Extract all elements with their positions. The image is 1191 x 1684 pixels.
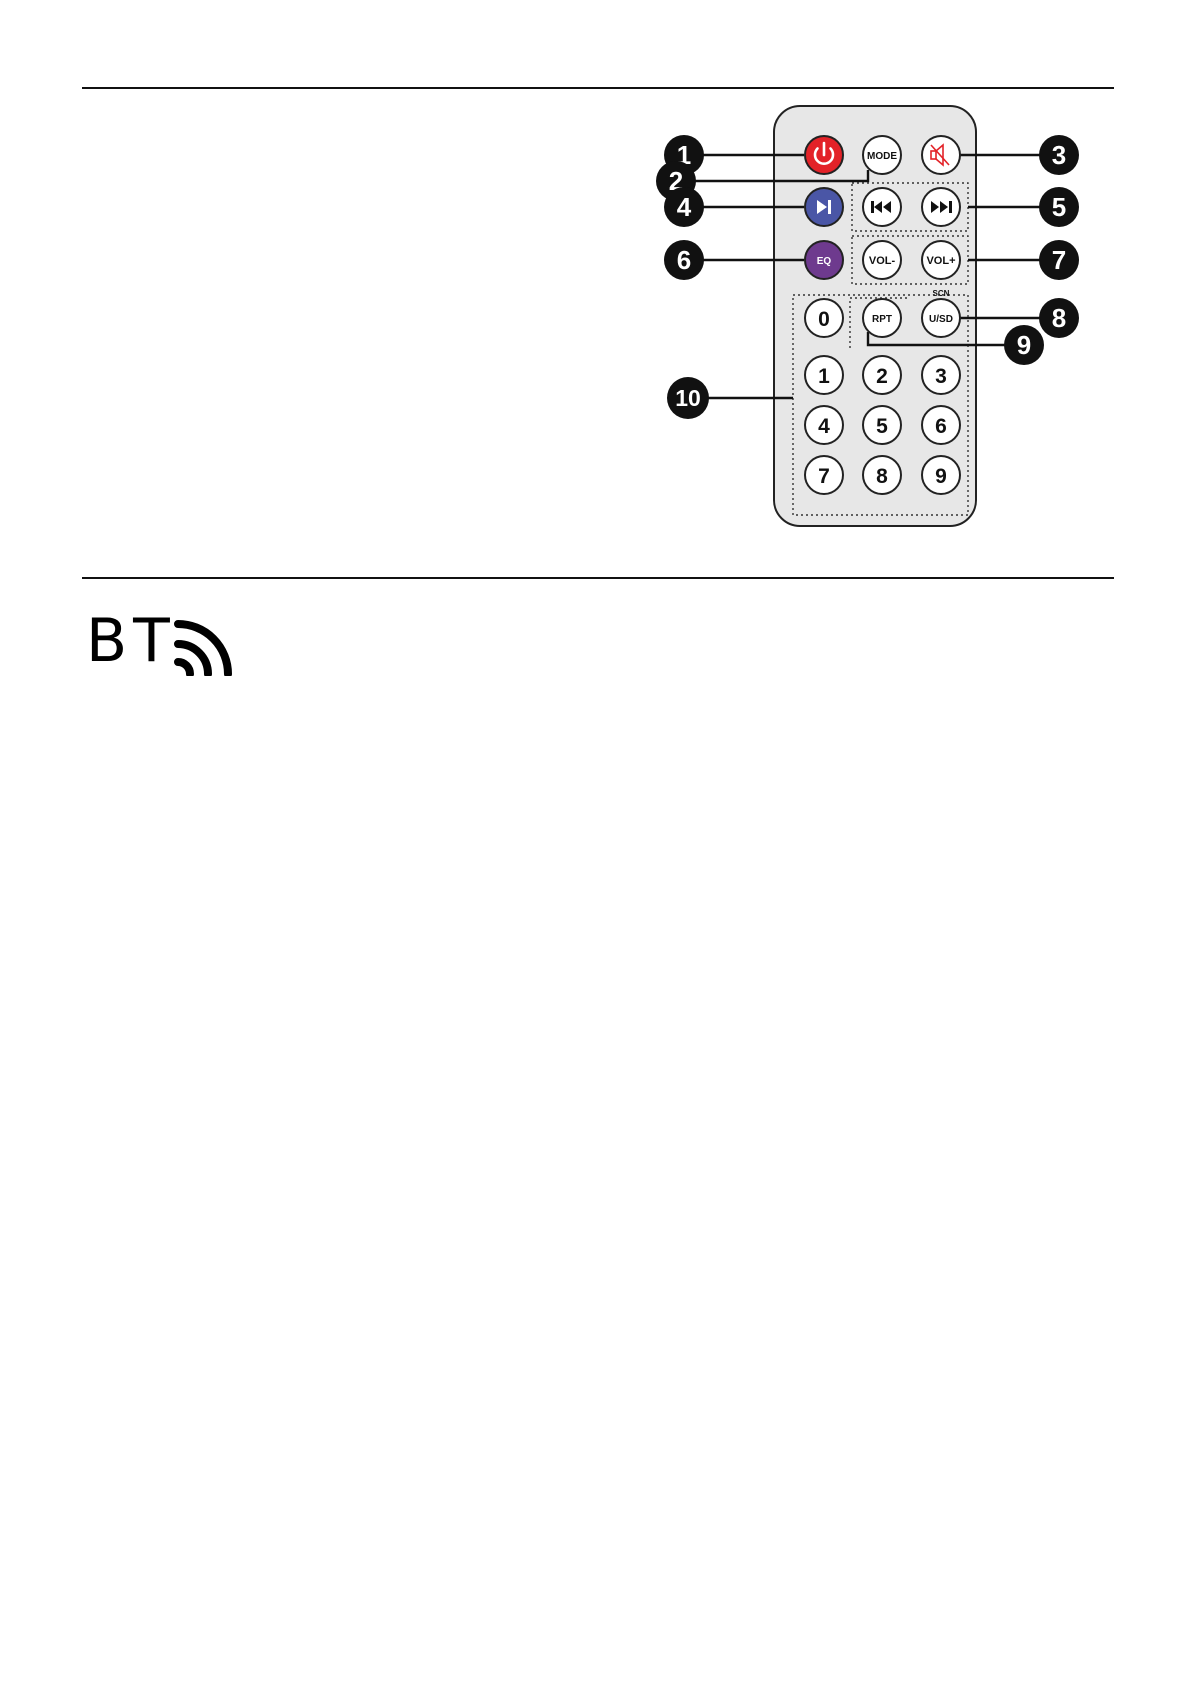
digit-6-button[interactable]: 6 [922,406,960,444]
wireless-waves-icon [170,610,240,676]
middle-divider [82,577,1114,579]
svg-text:5: 5 [876,415,888,438]
usb-sd-button[interactable]: U/SD [922,299,960,337]
scn-caption: SCN [933,289,950,298]
svg-text:EQ: EQ [817,256,832,267]
bt-logo-text: BT [86,606,176,676]
callout-7: 7 [1039,240,1079,280]
callout-6: 6 [664,240,704,280]
top-divider [82,87,1114,89]
svg-text:MODE: MODE [867,151,897,162]
svg-text:7: 7 [818,465,830,488]
digit-2-button[interactable]: 2 [863,356,901,394]
digit-1-button[interactable]: 1 [805,356,843,394]
previous-track-button[interactable] [863,188,901,226]
volume-up-button[interactable]: VOL+ [922,241,960,279]
svg-text:6: 6 [677,245,691,275]
digit-4-button[interactable]: 4 [805,406,843,444]
svg-text:7: 7 [1052,245,1066,275]
callout-8: 8 [1039,298,1079,338]
callout-4: 4 [664,187,704,227]
svg-text:VOL-: VOL- [869,255,896,267]
svg-text:3: 3 [1052,140,1066,170]
digit-0-button[interactable]: 0 [805,299,843,337]
svg-text:9: 9 [935,465,947,488]
callout-5: 5 [1039,187,1079,227]
svg-text:U/SD: U/SD [929,314,953,325]
bluetooth-logo: BT [86,610,246,676]
power-button[interactable] [805,136,843,174]
next-track-button[interactable] [922,188,960,226]
digit-9-button[interactable]: 9 [922,456,960,494]
svg-text:6: 6 [935,415,947,438]
digit-5-button[interactable]: 5 [863,406,901,444]
svg-text:4: 4 [818,415,830,438]
digit-8-button[interactable]: 8 [863,456,901,494]
mute-button[interactable] [922,136,960,174]
svg-text:4: 4 [677,192,692,222]
digit-3-button[interactable]: 3 [922,356,960,394]
svg-text:9: 9 [1017,330,1031,360]
svg-text:1: 1 [818,365,830,388]
eq-button[interactable]: EQ [805,241,843,279]
mode-button[interactable]: MODE [863,136,901,174]
svg-text:RPT: RPT [872,314,892,325]
svg-text:10: 10 [675,385,701,411]
svg-text:8: 8 [876,465,888,488]
svg-text:VOL+: VOL+ [926,255,955,267]
remote-control-diagram: 1 2 3 4 5 6 7 8 9 10 [650,100,1090,530]
play-pause-button[interactable] [805,188,843,226]
callout-3: 3 [1039,135,1079,175]
volume-down-button[interactable]: VOL- [863,241,901,279]
svg-text:2: 2 [876,365,888,388]
svg-text:3: 3 [935,365,947,388]
callout-10: 10 [667,377,709,419]
svg-text:8: 8 [1052,303,1066,333]
digit-7-button[interactable]: 7 [805,456,843,494]
callout-9: 9 [1004,325,1044,365]
svg-text:5: 5 [1052,192,1066,222]
repeat-button[interactable]: RPT [863,299,901,337]
svg-text:0: 0 [818,308,830,331]
